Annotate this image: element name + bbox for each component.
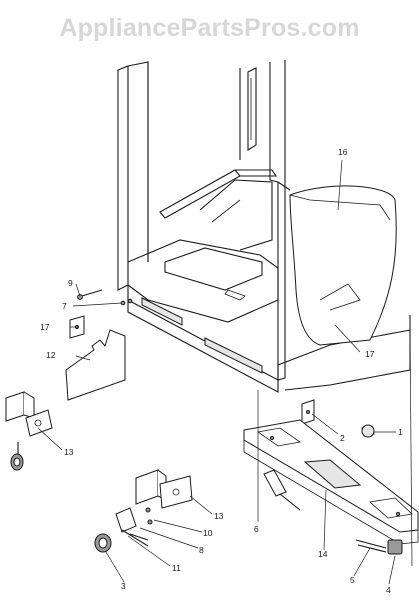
callout-7: 7 [62,301,67,311]
callout-1: 1 [398,427,403,437]
screw-9 [77,289,103,300]
callout-16-top: 16 [338,147,348,157]
screws-7 [120,298,133,306]
roller-bracket-left [5,391,53,471]
base-plate-14 [243,419,419,545]
crisper-bin [289,185,397,346]
roller-assembly [94,507,153,553]
callout-17: 17 [40,322,50,332]
callout-11: 11 [172,563,181,573]
panel-12 [65,329,126,401]
callout-13-center: 13 [214,511,224,521]
callout-13-left: 13 [64,447,74,457]
callout-4: 4 [386,585,391,595]
callout-3: 3 [121,581,126,591]
callouts: 16 17 9 7 17 12 13 13 6 10 8 11 3 2 1 14… [40,147,403,595]
callout-8: 8 [199,545,204,555]
cylinder-part [263,469,301,511]
callout-16-bottom: 17 [365,349,375,359]
leveling-screw-1 [361,424,375,438]
callout-14: 14 [318,549,328,559]
callout-9: 9 [68,278,73,288]
callout-2: 2 [340,433,345,443]
watermark-text: AppliancePartsPros.com [59,14,360,42]
leader-lines [37,159,413,585]
roller-bracket-center [135,469,193,513]
callout-6: 6 [254,524,259,534]
callout-5: 5 [350,575,355,585]
rod-5 [355,539,387,553]
foot-4 [387,539,403,555]
callout-12: 12 [46,350,56,360]
bracket-2 [301,399,315,425]
callout-10: 10 [203,528,213,538]
